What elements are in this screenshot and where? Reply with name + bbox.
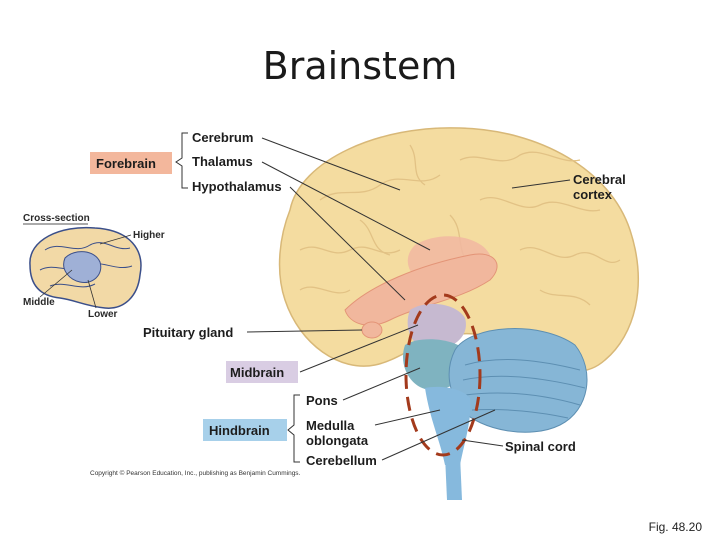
forebrain-bracket xyxy=(175,132,188,189)
cerebrum-label: Cerebrum xyxy=(192,130,253,145)
figure-caption: Fig. 48.20 xyxy=(648,520,702,534)
forebrain-label: Forebrain xyxy=(96,156,156,171)
spinal-cord-label: Spinal cord xyxy=(505,439,576,454)
spinal-cord-shape xyxy=(445,455,462,500)
inset-higher-label: Higher xyxy=(133,230,165,241)
cerebrum-leader xyxy=(261,137,401,191)
hypothalamus-leader xyxy=(289,186,406,301)
midbrain-leader xyxy=(299,324,419,373)
medulla-label-line2: oblongata xyxy=(306,433,369,448)
thalamus-label: Thalamus xyxy=(192,154,253,169)
medulla-leader xyxy=(374,409,441,426)
cerebral-cortex-leader xyxy=(511,179,571,189)
pons-label: Pons xyxy=(306,393,338,408)
midbrain-shape xyxy=(407,303,466,350)
inset-title: Cross-section xyxy=(23,213,90,224)
inset-lower-leader xyxy=(87,279,97,309)
hypothalamus-shape xyxy=(344,253,498,326)
brainstem-highlight xyxy=(404,293,482,457)
copyright-note: Copyright © Pearson Education, Inc., pub… xyxy=(90,470,301,477)
hindbrain-bracket xyxy=(287,394,300,463)
hindbrain-box xyxy=(203,419,287,441)
cerebellum-folia xyxy=(462,359,586,419)
inset-core xyxy=(63,251,102,284)
medulla-label-line1: Medulla xyxy=(306,418,355,433)
inset-middle-label: Middle xyxy=(23,297,55,308)
cerebellum-label: Cerebellum xyxy=(306,453,377,468)
midbrain-box xyxy=(226,361,298,383)
cross-section-inset: Cross-section Higher Middle Lower xyxy=(23,213,165,320)
forebrain-box xyxy=(90,152,172,174)
inset-higher-leader xyxy=(99,234,132,245)
pons-leader xyxy=(342,367,421,401)
inset-lower-label: Lower xyxy=(88,309,118,320)
thalamus-leader xyxy=(261,161,431,251)
cerebellum-leader xyxy=(381,409,496,461)
hindbrain-label: Hindbrain xyxy=(209,423,270,438)
midbrain-label: Midbrain xyxy=(230,365,284,380)
spinal-cord-leader xyxy=(461,439,504,447)
cerebral-cortex-label-line1: Cerebral xyxy=(573,172,626,187)
pituitary-label: Pituitary gland xyxy=(143,325,233,340)
cerebellum-shape xyxy=(448,328,588,433)
pituitary-shape xyxy=(361,321,383,339)
inset-middle-leader xyxy=(39,269,73,298)
cerebral-cortex-label-line2: cortex xyxy=(573,187,613,202)
slide-title: Brainstem xyxy=(262,44,458,88)
hypothalamus-label: Hypothalamus xyxy=(192,179,282,194)
pituitary-leader xyxy=(246,329,363,333)
